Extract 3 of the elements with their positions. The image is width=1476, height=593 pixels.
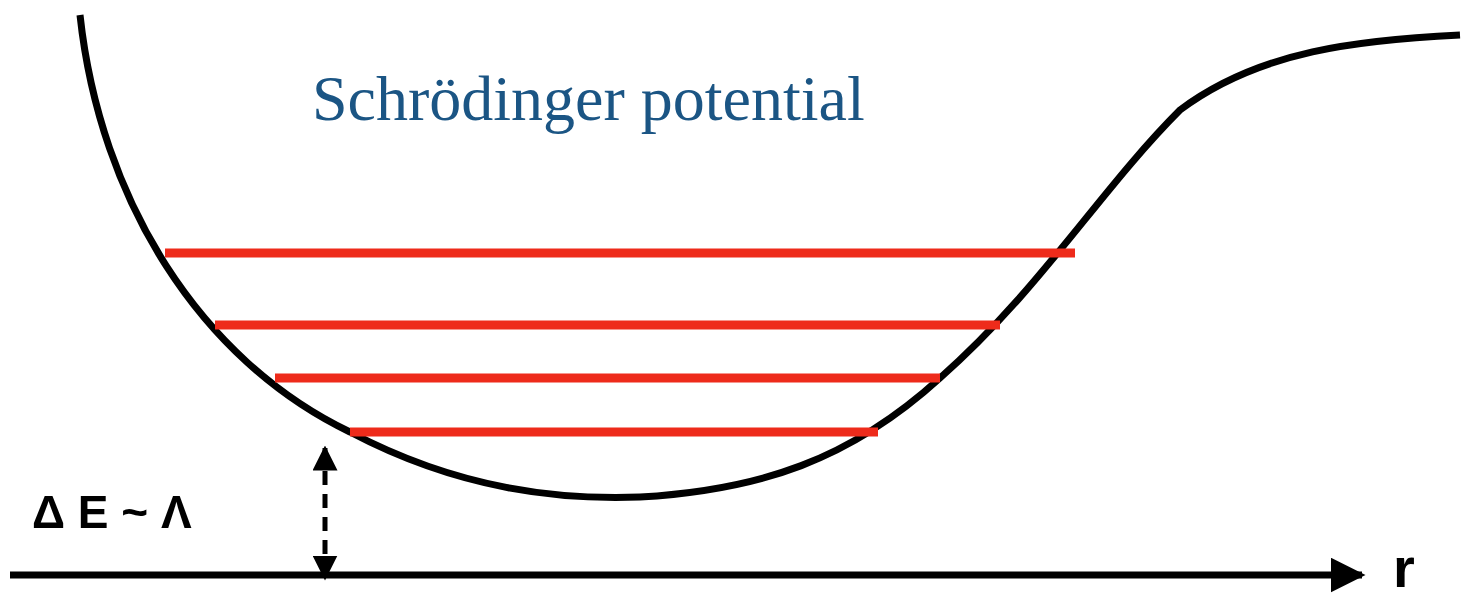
axis-label: r — [1393, 535, 1415, 593]
energy-gap-label: Δ E ~ Λ — [32, 485, 192, 539]
diagram-title: Schrödinger potential — [312, 62, 865, 136]
